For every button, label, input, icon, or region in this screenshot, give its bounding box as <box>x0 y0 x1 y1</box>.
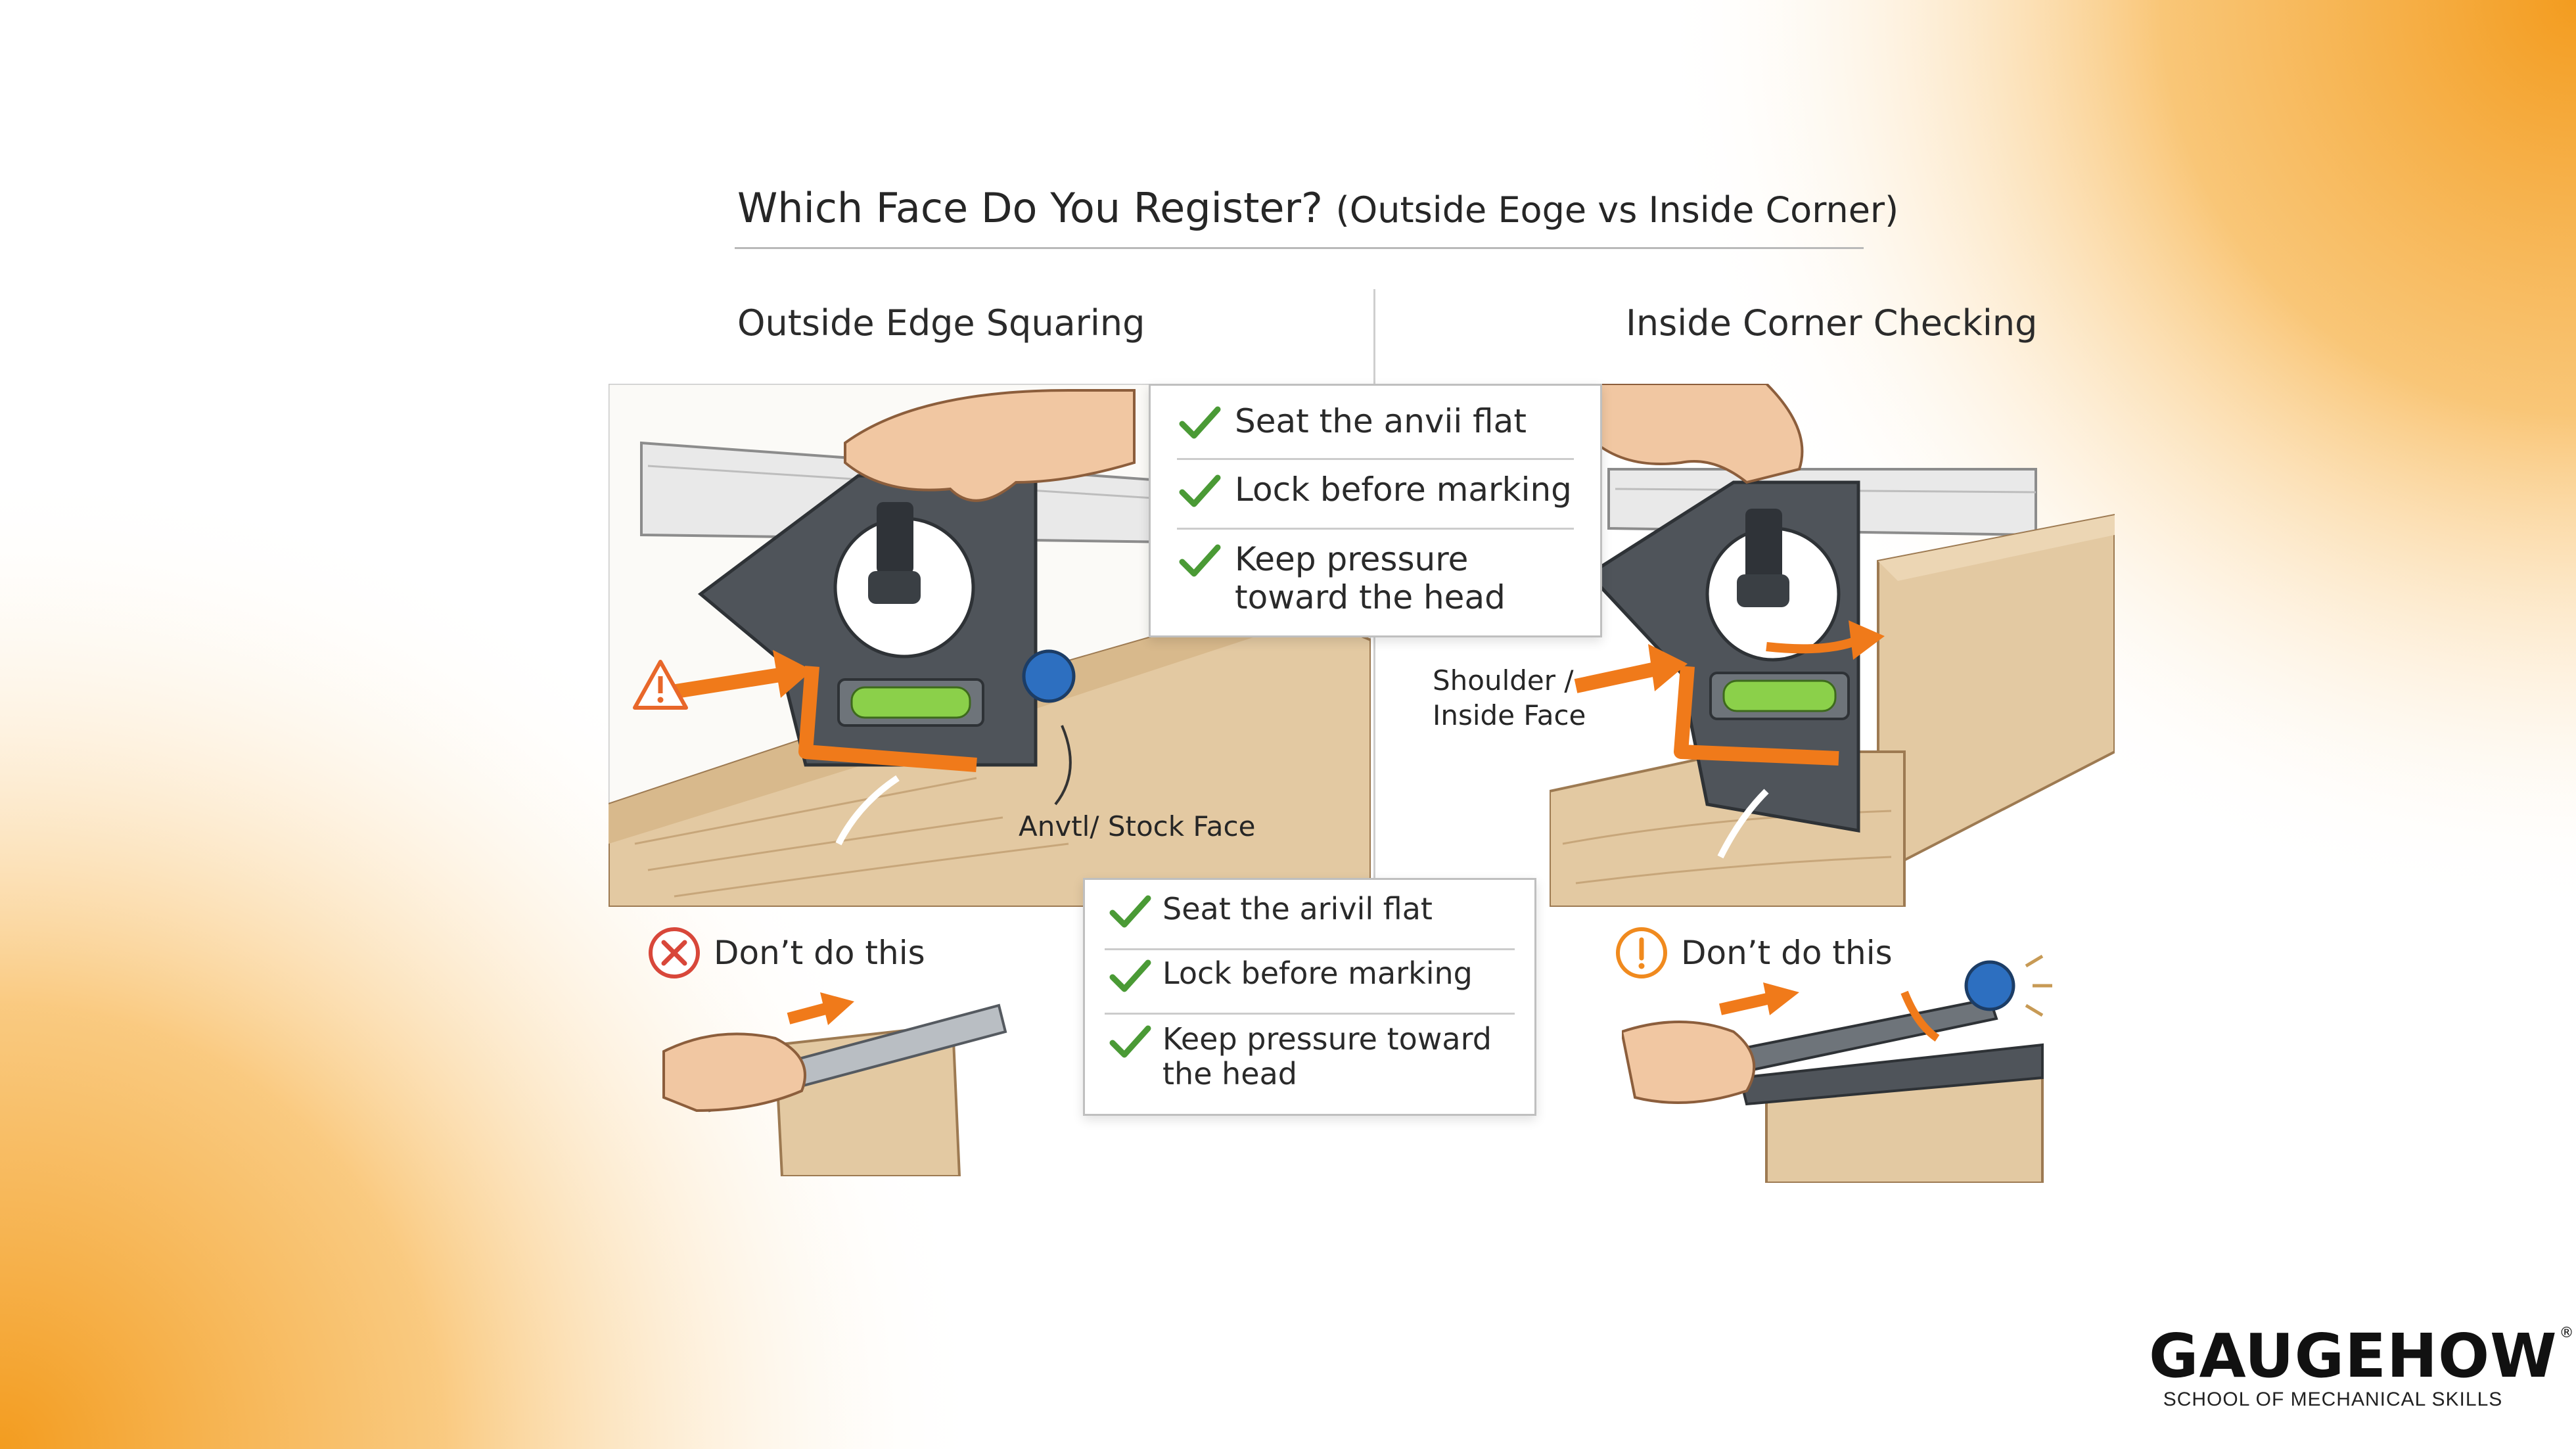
checklist-text: Keep pressure toward the head <box>1235 540 1506 616</box>
dont-text-right: Don’t do this <box>1681 934 1893 972</box>
brand-tagline: SCHOOL OF MECHANICAL SKILLS <box>2163 1389 2503 1410</box>
checklist-item: Lock before marking <box>1151 471 1600 511</box>
checklist-text: Lock before marking <box>1235 471 1572 509</box>
shoulder-inside-face-label: Shoulder / Inside Face <box>1433 664 1586 731</box>
check-icon <box>1109 895 1151 928</box>
wrong-method-right-illustration <box>1622 954 2052 1183</box>
checklist-item: Lock before marking <box>1085 956 1534 996</box>
checklist-text: Keep pressure toward the head <box>1162 1021 1492 1092</box>
checklist-item: Keep pressure toward the head <box>1151 540 1600 616</box>
checklist-item: Keep pressure toward the head <box>1085 1022 1534 1092</box>
page-title: Which Face Do You Register? (Outside Eog… <box>737 184 1898 232</box>
brand-logo: GAUGEHOW® SCHOOL OF MECHANICAL SKILLS <box>2149 1321 2574 1411</box>
check-icon <box>1179 406 1221 439</box>
dont-warning-right: Don’t do this <box>1614 925 1893 980</box>
alert-circle-icon <box>1616 927 1667 978</box>
checklist-callout-bottom: Seat the arivil flat Lock before marking… <box>1083 878 1536 1116</box>
dont-text-left: Don’t do this <box>714 934 925 972</box>
wrong-method-left-illustration <box>662 992 1007 1176</box>
title-sub: (Outside Eoge vs Inside Corner) <box>1335 189 1899 231</box>
checklist-text: Seat the anvii flat <box>1235 402 1527 440</box>
check-icon <box>1109 1025 1151 1058</box>
warning-triangle-icon <box>633 660 688 710</box>
checklist-callout-top: Seat the anvii flat Lock before marking … <box>1149 384 1602 637</box>
anvil-stock-face-label: Anvtl/ Stock Face <box>1019 810 1256 842</box>
inside-corner-illustration <box>1550 384 2115 907</box>
checklist-text: Lock before marking <box>1162 955 1473 991</box>
title-underline <box>735 247 1864 249</box>
check-icon <box>1179 544 1221 577</box>
checklist-item: Seat the arivil flat <box>1085 892 1534 931</box>
right-panel-title: Inside Corner Checking <box>1626 302 2038 344</box>
check-icon <box>1109 959 1151 992</box>
title-main: Which Face Do You Register? <box>737 184 1323 232</box>
registered-mark: ® <box>2559 1325 2575 1341</box>
checklist-item: Seat the anvii flat <box>1151 402 1600 442</box>
dont-warning-left: Don’t do this <box>647 925 925 980</box>
left-panel-title: Outside Edge Squaring <box>737 302 1145 344</box>
check-icon <box>1179 474 1221 507</box>
brand-name: GAUGEHOW® <box>2149 1321 2575 1391</box>
error-x-icon <box>649 927 700 978</box>
checklist-text: Seat the arivil flat <box>1162 891 1433 927</box>
